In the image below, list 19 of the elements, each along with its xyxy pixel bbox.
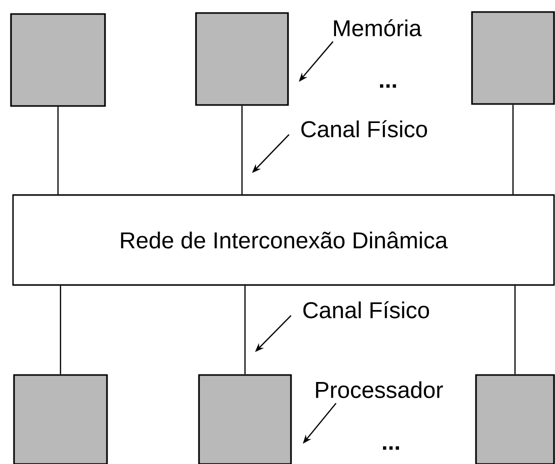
ellipsis-label: ... (382, 446, 400, 450)
unit-box (10, 13, 106, 107)
connector-line (244, 286, 246, 374)
callout-text: Canal Físico (301, 120, 428, 138)
callout-text: Canal Físico (303, 301, 430, 318)
unit-box (475, 374, 555, 464)
connector-line (57, 106, 59, 194)
connector-line (60, 286, 62, 374)
unit-box (471, 11, 555, 105)
unit-box (195, 12, 289, 106)
ellipsis-label: ... (380, 84, 396, 88)
callout-text: Memória (334, 19, 422, 36)
network-box: Rede de Interconexão Dinâmica (12, 194, 555, 286)
unit-box (13, 374, 108, 464)
callout-text: Processador (316, 381, 443, 398)
connector-line (241, 106, 243, 194)
connector-line (512, 104, 514, 194)
connector-line (514, 286, 516, 374)
unit-box (198, 374, 292, 464)
